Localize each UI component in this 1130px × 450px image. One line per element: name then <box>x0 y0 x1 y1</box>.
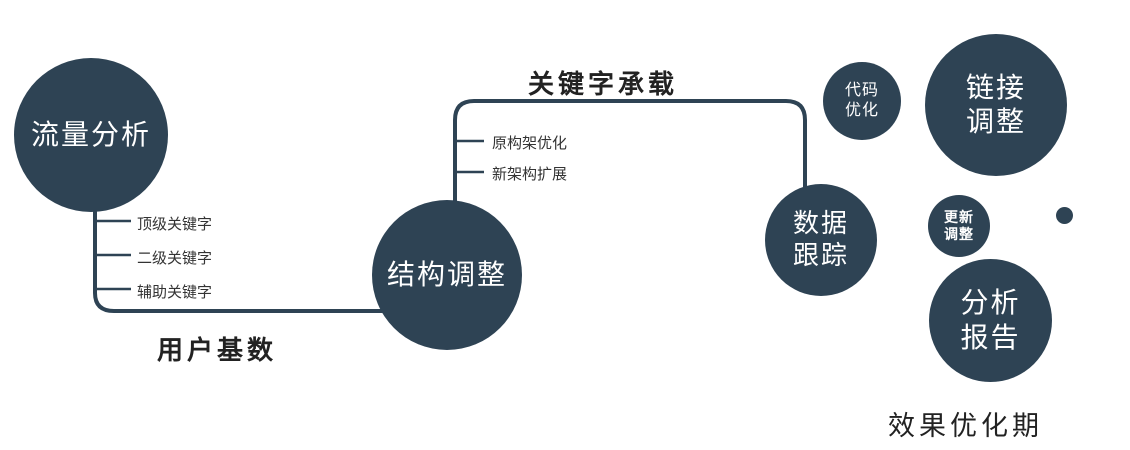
node-code-line1: 代码 <box>844 82 879 100</box>
node-structure-adjust: 结构调整 <box>372 200 522 350</box>
node-update-line2: 调整 <box>944 226 974 242</box>
caption-effect-optimization-period: 效果优化期 <box>888 411 1043 441</box>
node-link-line1: 链接 <box>965 71 1026 103</box>
node-update-line1: 更新 <box>944 208 974 225</box>
bullet-dot <box>1056 207 1073 224</box>
node-analysis-report: 分析 报告 <box>929 259 1052 382</box>
node-link-line2: 调整 <box>965 106 1026 137</box>
branch-label-secondary-keywords: 二级关键字 <box>137 250 213 267</box>
node-traffic-analysis: 流量分析 <box>14 58 168 212</box>
structure-branch-ticks <box>456 139 484 174</box>
connector-traffic-to-structure <box>93 195 410 313</box>
traffic-branch-ticks <box>95 219 131 291</box>
node-report-line2: 报告 <box>960 321 1021 353</box>
node-tracking-line1: 数据 <box>792 208 849 239</box>
node-data-tracking: 数据 跟踪 <box>765 184 877 296</box>
edge-label-user-base: 用户基数 <box>157 335 278 365</box>
connector-structure-to-tracking <box>453 99 807 215</box>
node-report-line1: 分析 <box>960 287 1021 319</box>
branch-label-new-architecture: 新架构扩展 <box>492 166 568 183</box>
node-update-adjust: 更新 调整 <box>928 195 990 257</box>
node-link-adjust: 链接 调整 <box>925 34 1067 176</box>
branch-label-original-architecture: 原构架优化 <box>492 135 568 152</box>
edge-label-keyword-carry: 关键字承载 <box>528 69 679 99</box>
node-code-line2: 优化 <box>844 102 879 119</box>
node-tracking-line2: 跟踪 <box>792 240 849 270</box>
node-structure-label: 结构调整 <box>386 258 507 290</box>
branch-label-auxiliary-keywords: 辅助关键字 <box>137 284 213 301</box>
branch-label-top-keywords: 顶级关键字 <box>137 216 213 233</box>
node-traffic-label: 流量分析 <box>30 118 151 150</box>
node-code-optimization: 代码 优化 <box>823 62 901 140</box>
